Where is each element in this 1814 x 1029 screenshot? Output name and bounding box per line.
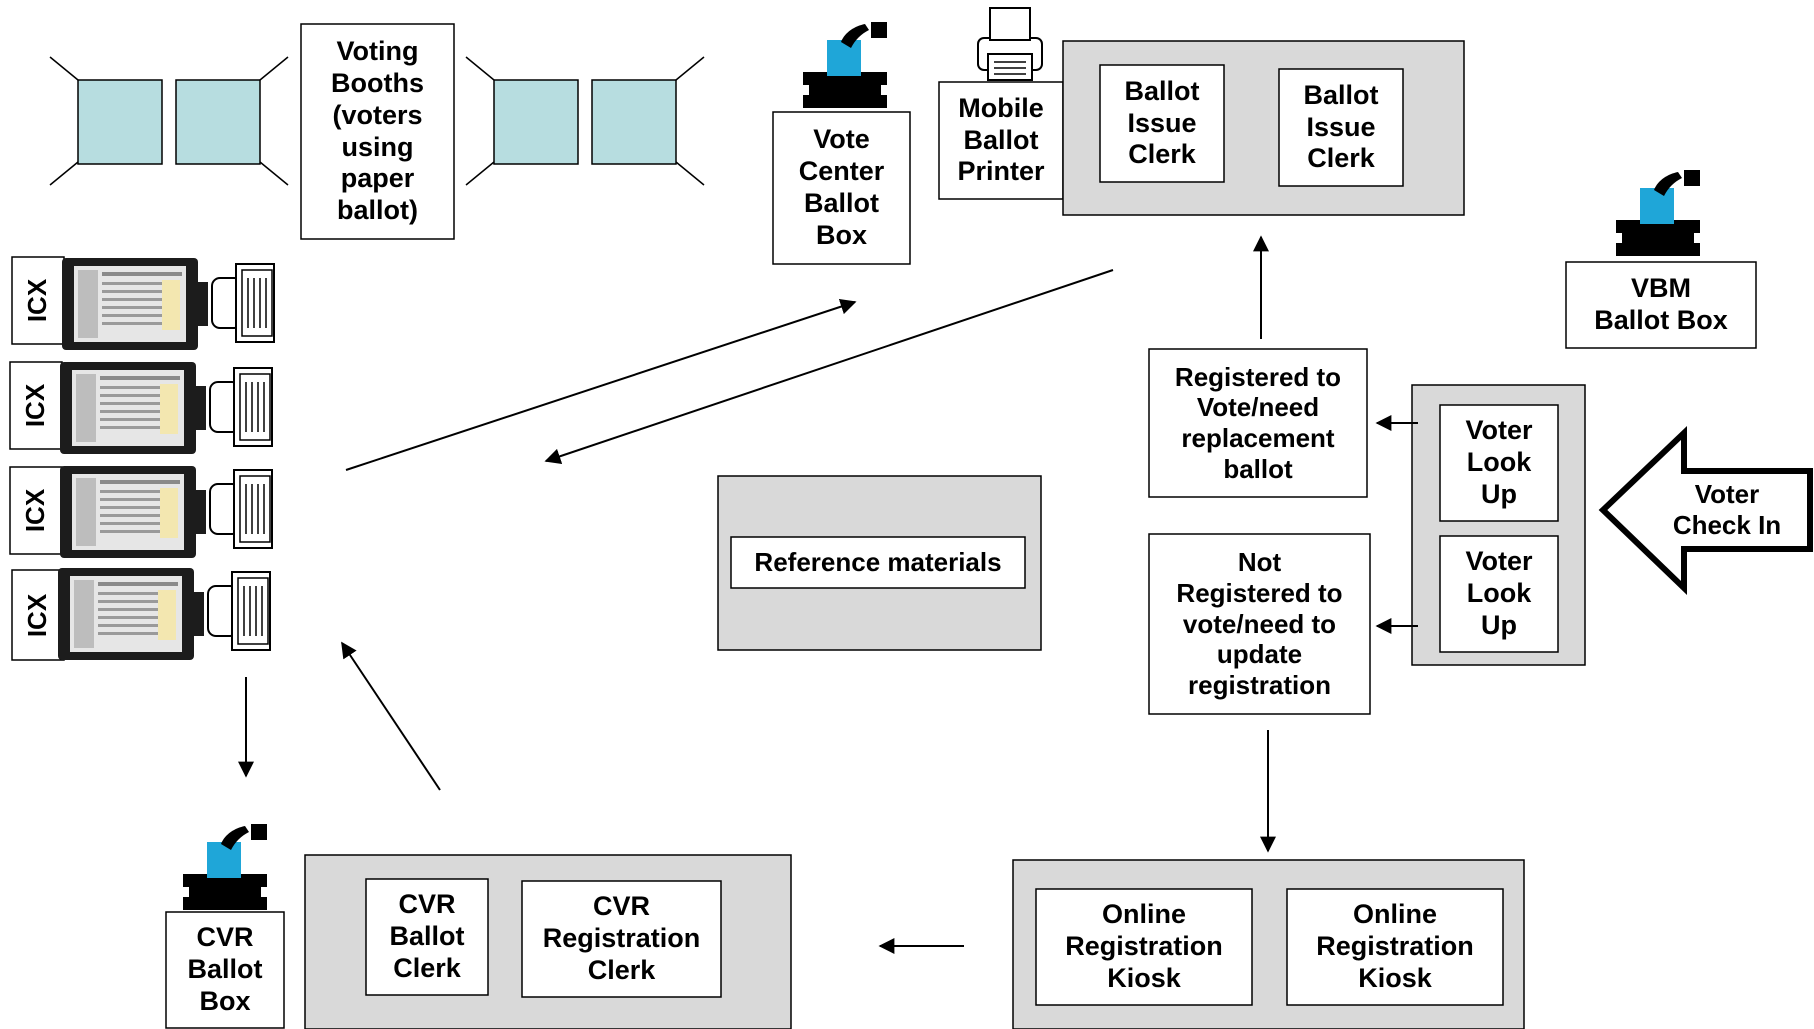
tablet-icon bbox=[60, 362, 206, 454]
ballot-issue-clerk-2-box bbox=[1278, 68, 1404, 187]
ballot-issue-clerk-1-box bbox=[1099, 64, 1225, 183]
vbm-ballot-box bbox=[1565, 261, 1757, 349]
cvr-registration-clerk-box bbox=[521, 880, 722, 998]
arrow-cvr-to-icx bbox=[341, 641, 441, 791]
scanner-icon bbox=[209, 469, 273, 549]
icx-label-4: ICX bbox=[12, 570, 64, 660]
icx-label-1: ICX bbox=[12, 257, 64, 344]
online-registration-kiosk-2-label: Online Registration Kiosk bbox=[1316, 899, 1474, 993]
ballot-issue-clerk-1-label: Ballot Issue Clerk bbox=[1124, 75, 1200, 170]
online-registration-kiosk-1-label: Online Registration Kiosk bbox=[1065, 899, 1223, 993]
tablet-icon bbox=[58, 568, 204, 660]
voter-check-in-label: Voter Check In bbox=[1672, 479, 1782, 540]
icx-label-2: ICX bbox=[10, 362, 62, 449]
ballot-issue-clerk-2-label: Ballot Issue Clerk bbox=[1303, 79, 1379, 174]
voting-booths-label: Voting Booths (voters using paper ballot… bbox=[331, 35, 424, 226]
arrow-icx-to-vote-center bbox=[345, 298, 857, 471]
cvr-ballot-clerk-label: CVR Ballot Clerk bbox=[389, 889, 465, 983]
scanner-icon bbox=[211, 263, 275, 343]
scanner-icon bbox=[207, 571, 271, 651]
cvr-ballot-box-icon bbox=[183, 824, 267, 910]
icx-text-1: ICX bbox=[22, 278, 53, 323]
online-registration-kiosk-2-box bbox=[1286, 888, 1504, 1006]
vote-center-ballot-box-label: Vote Center Ballot Box bbox=[798, 124, 885, 250]
vote-center-ballot-box bbox=[772, 111, 911, 265]
tablet-icon bbox=[60, 466, 206, 558]
registered-label: Registered to Vote/need replacement ball… bbox=[1174, 361, 1342, 484]
voting-booths-box bbox=[300, 23, 455, 240]
icx-text-2: ICX bbox=[20, 383, 51, 428]
mobile-ballot-printer-box bbox=[938, 81, 1064, 200]
not-registered-label: Not Registered to vote/need to update re… bbox=[1176, 547, 1343, 700]
voter-look-up-2-box bbox=[1439, 535, 1559, 653]
cvr-ballot-box bbox=[165, 911, 285, 1029]
not-registered-box bbox=[1148, 533, 1371, 715]
cvr-ballot-box-label: CVR Ballot Box bbox=[187, 922, 263, 1016]
printer-icon bbox=[977, 7, 1043, 81]
tablet-icon bbox=[62, 258, 208, 350]
mobile-ballot-printer-label: Mobile Ballot Printer bbox=[957, 92, 1045, 187]
ballot-box-icon bbox=[803, 22, 887, 108]
icx-station-4 bbox=[11, 568, 271, 661]
icx-station-2 bbox=[9, 361, 273, 454]
arrow-ballot-issue-to-icx bbox=[544, 269, 1114, 464]
registered-box bbox=[1148, 348, 1368, 498]
cvr-registration-clerk-label: CVR Registration Clerk bbox=[542, 891, 701, 985]
icx-text-3: ICX bbox=[20, 488, 51, 533]
voter-check-in-arrow bbox=[1598, 426, 1813, 596]
cvr-ballot-clerk-box bbox=[365, 878, 489, 996]
voting-booth-left bbox=[49, 56, 289, 186]
icx-station-1 bbox=[11, 256, 275, 350]
scanner-icon bbox=[209, 367, 273, 447]
voter-look-up-1-box bbox=[1439, 404, 1559, 522]
reference-materials-box bbox=[730, 536, 1026, 589]
reference-materials-label: Reference materials bbox=[754, 547, 1002, 578]
online-registration-kiosk-1-box bbox=[1035, 888, 1253, 1006]
voter-look-up-2-label: Voter Look Up bbox=[1465, 546, 1533, 640]
icx-station-3 bbox=[9, 466, 273, 558]
icx-label-3: ICX bbox=[10, 467, 62, 554]
vbm-ballot-box-icon bbox=[1616, 170, 1700, 256]
voter-look-up-1-label: Voter Look Up bbox=[1465, 415, 1533, 509]
icx-text-4: ICX bbox=[22, 593, 53, 637]
voting-booth-right bbox=[465, 56, 705, 186]
vbm-ballot-box-label: VBM Ballot Box bbox=[1594, 273, 1728, 335]
